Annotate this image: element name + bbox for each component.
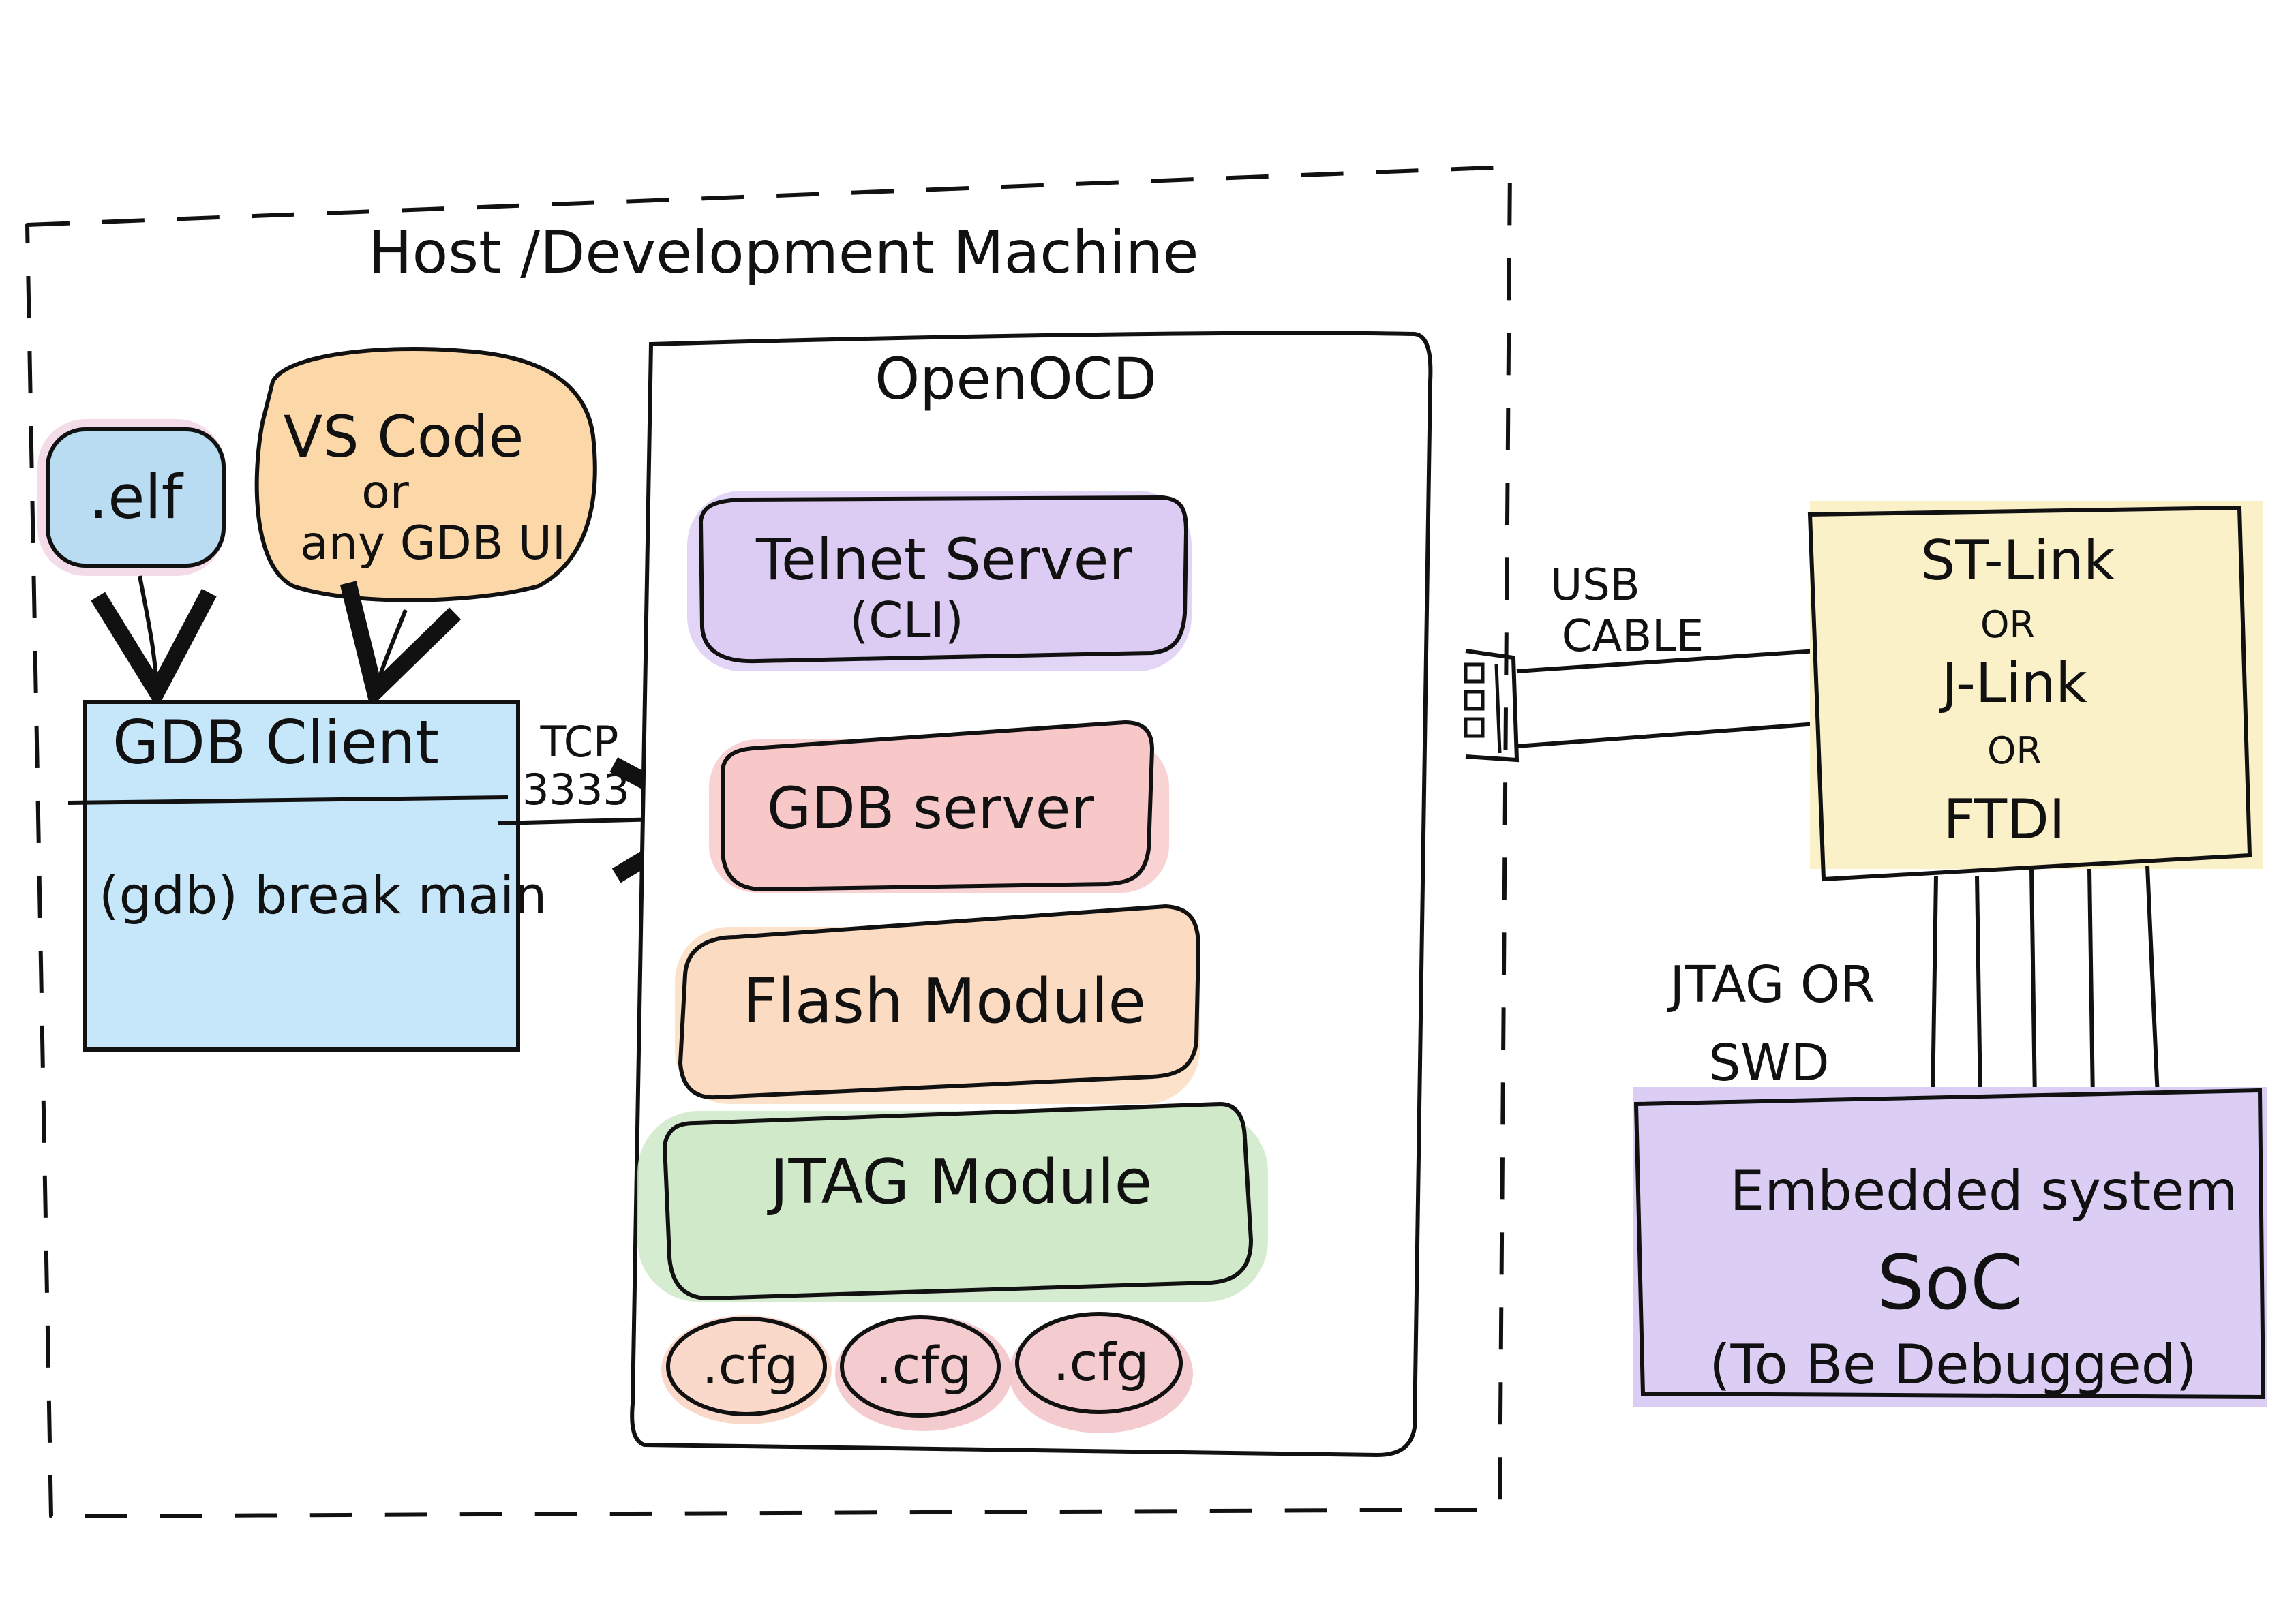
openocd-title: OpenOCD	[875, 346, 1157, 412]
target-soc-name: Embedded system	[1730, 1159, 2238, 1223]
debug-probe: ST-Link OR J-Link OR FTDI	[1807, 501, 2263, 882]
usb-cable-label: CABLE	[1562, 611, 1704, 662]
usb-pin-2	[1464, 690, 1485, 711]
debug-probe-highlight	[1810, 501, 2263, 869]
usb-cable-bottom	[1516, 722, 1817, 748]
jtag-swd-label: JTAG OR	[1667, 955, 1875, 1014]
host-machine-title: Host /Development Machine	[368, 219, 1198, 287]
probe-ftdi-label: FTDI	[1944, 788, 2066, 851]
probe-or-1: OR	[1980, 603, 2035, 646]
probe-jlink-label: J-Link	[1938, 652, 2087, 715]
target-soc-note: (To Be Debugged)	[1709, 1333, 2196, 1396]
cfg-file-1-oval	[666, 1317, 827, 1416]
gdb-client: GDB Client (gdb) break main	[67, 700, 547, 1052]
gdb-client-command: (gdb) break main	[99, 865, 547, 925]
jtag-module: JTAG Module	[637, 1101, 1268, 1302]
gdb-ui-line1: VS Code	[284, 403, 524, 470]
cfg-file-2: .cfg	[835, 1315, 1012, 1431]
wire-3	[2029, 868, 2037, 1101]
flash-module-label: Flash Module	[742, 966, 1146, 1037]
jtag-swd-wires	[1931, 865, 2160, 1101]
cfg-file-1-highlight	[661, 1315, 832, 1424]
jtag-module-label: JTAG Module	[767, 1146, 1152, 1218]
gdb-client-title: GDB Client	[112, 707, 439, 778]
target-soc-box	[1633, 1088, 2266, 1400]
ui-to-gdb-arrow	[339, 581, 462, 708]
elf-file: .elf	[37, 419, 226, 576]
flash-module-box	[678, 904, 1201, 1100]
probe-or-2: OR	[1987, 729, 2042, 772]
elf-file-box	[46, 427, 226, 568]
elf-to-gdb-arrow	[91, 575, 217, 709]
tcp-port: 3333	[522, 765, 630, 814]
usb-plug-edge	[1494, 664, 1502, 754]
wire-5	[2145, 865, 2160, 1098]
telnet-server-box	[698, 495, 1189, 664]
cfg-file-3-label: .cfg	[1053, 1332, 1149, 1392]
cfg-file-3-oval	[1015, 1312, 1183, 1414]
wire-1	[1931, 875, 1938, 1101]
jtag-swd-label-2: SWD	[1708, 1034, 1829, 1092]
target-soc: Embedded system SoC (To Be Debugged)	[1633, 1087, 2267, 1407]
cfg-file-2-oval	[840, 1315, 1001, 1418]
target-soc-highlight	[1633, 1087, 2267, 1407]
tcp-label: TCP	[540, 717, 619, 767]
telnet-server-label: Telnet Server	[755, 526, 1133, 593]
gdb-ui-cloud: VS Code or any GDB UI	[254, 347, 597, 602]
gdb-ui-shape	[254, 347, 597, 602]
usb-cable-top	[1516, 649, 1817, 673]
debug-probe-box	[1807, 505, 2252, 882]
flash-module: Flash Module	[675, 904, 1201, 1104]
wire-4	[2087, 868, 2095, 1101]
cfg-file-2-label: .cfg	[876, 1335, 972, 1396]
cfg-file-1: .cfg	[661, 1315, 832, 1424]
gdb-client-box	[83, 700, 520, 1052]
gdb-ui-line3: any GDB UI	[300, 517, 566, 570]
telnet-server-sublabel: (CLI)	[849, 592, 964, 649]
gdb-server-module: GDB server	[709, 720, 1169, 893]
usb-connector	[1464, 649, 1520, 763]
target-soc-chip: SoC	[1877, 1239, 2023, 1326]
gdb-server-box	[721, 720, 1155, 892]
elf-file-label: .elf	[89, 462, 184, 532]
usb-pin-3	[1464, 717, 1485, 738]
usb-label: USB	[1550, 560, 1640, 611]
probe-stlink-label: ST-Link	[1921, 529, 2116, 592]
usb-pin-1	[1464, 662, 1485, 684]
cfg-file-3: .cfg	[1009, 1312, 1193, 1433]
gdb-client-divider	[67, 795, 509, 805]
gdb-ui-line2: or	[361, 465, 409, 519]
cfg-file-2-highlight	[835, 1315, 1012, 1431]
host-machine-frame: Host /Development Machine	[25, 165, 1512, 1518]
jtag-module-box	[662, 1101, 1254, 1301]
wire-2	[1975, 875, 1982, 1101]
cfg-file-1-label: .cfg	[702, 1335, 798, 1396]
telnet-server-module: Telnet Server (CLI)	[687, 491, 1192, 671]
gdb-server-label: GDB server	[767, 775, 1094, 842]
